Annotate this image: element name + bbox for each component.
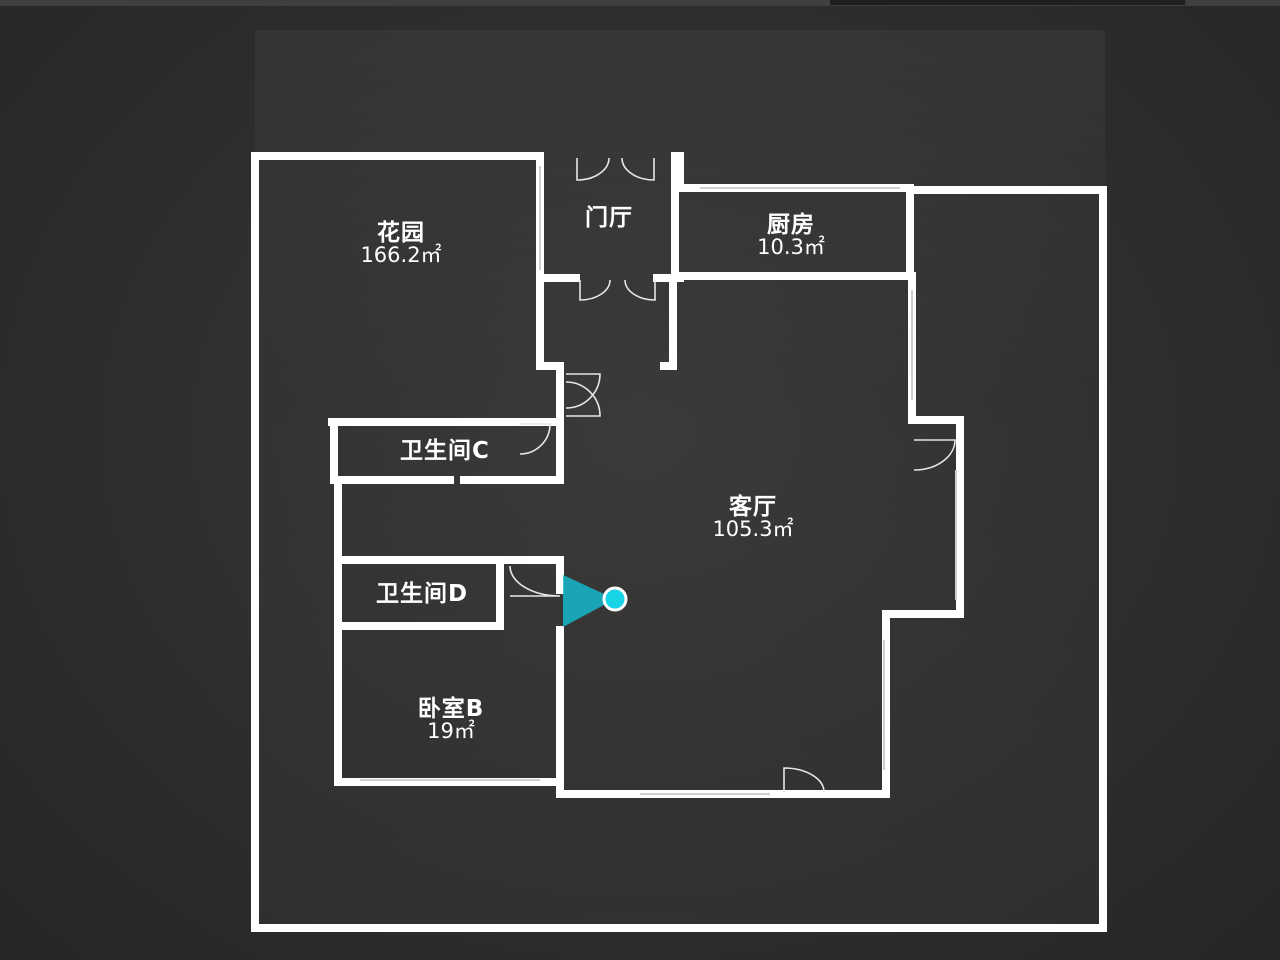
room-name: 卧室B: [417, 696, 485, 722]
room-name: 客厅: [729, 494, 777, 520]
door-swing-icon: [624, 279, 656, 301]
wall: [556, 626, 890, 798]
room-area: 105.3㎡: [712, 517, 794, 541]
door-swing-icon: [509, 565, 561, 597]
room-area: 166.2㎡: [360, 243, 442, 267]
wall: [334, 556, 564, 594]
view-cone: [563, 575, 615, 627]
top-bar: [0, 0, 1280, 6]
viewer-dot: [602, 586, 628, 612]
door-swing-icon: [565, 373, 601, 409]
room-label-bedroom-b[interactable]: 卧室B 19㎡: [418, 698, 485, 742]
door-swing-icon: [519, 423, 551, 455]
door-swing-icon: [576, 157, 610, 181]
room-label-bathroom-c[interactable]: 卫生间C: [400, 440, 490, 463]
wall: [334, 478, 564, 786]
room-label-garden[interactable]: 花园 166.2㎡: [360, 222, 441, 266]
room-label-kitchen[interactable]: 厨房 10.3㎡: [757, 214, 825, 258]
room-label-living-room[interactable]: 客厅 105.3㎡: [712, 496, 793, 540]
room-label-bathroom-d[interactable]: 卫生间D: [376, 583, 468, 606]
door-swing-icon: [621, 157, 655, 181]
door-swing-icon: [509, 157, 956, 793]
door-swing-icon: [783, 767, 825, 793]
current-position-marker-icon[interactable]: [553, 565, 643, 635]
top-bar-segment: [830, 0, 1185, 5]
room-name: 花园: [377, 220, 425, 246]
door-swing-icon: [565, 381, 601, 417]
wall: [660, 278, 677, 370]
wall: [328, 418, 564, 484]
room-name: 卫生间D: [375, 581, 469, 607]
room-area: 10.3㎡: [757, 235, 825, 259]
room-name: 卫生间C: [400, 438, 490, 464]
wall: [908, 272, 964, 618]
room-name: 门厅: [585, 205, 633, 231]
door-swing-icon: [913, 439, 956, 471]
door-swing-icon: [579, 279, 611, 301]
room-area: 19㎡: [427, 719, 475, 743]
room-label-foyer[interactable]: 门厅: [585, 207, 633, 230]
room-name: 厨房: [766, 212, 815, 238]
wall: [536, 278, 564, 424]
wall: [882, 610, 964, 798]
wall: [340, 560, 504, 630]
